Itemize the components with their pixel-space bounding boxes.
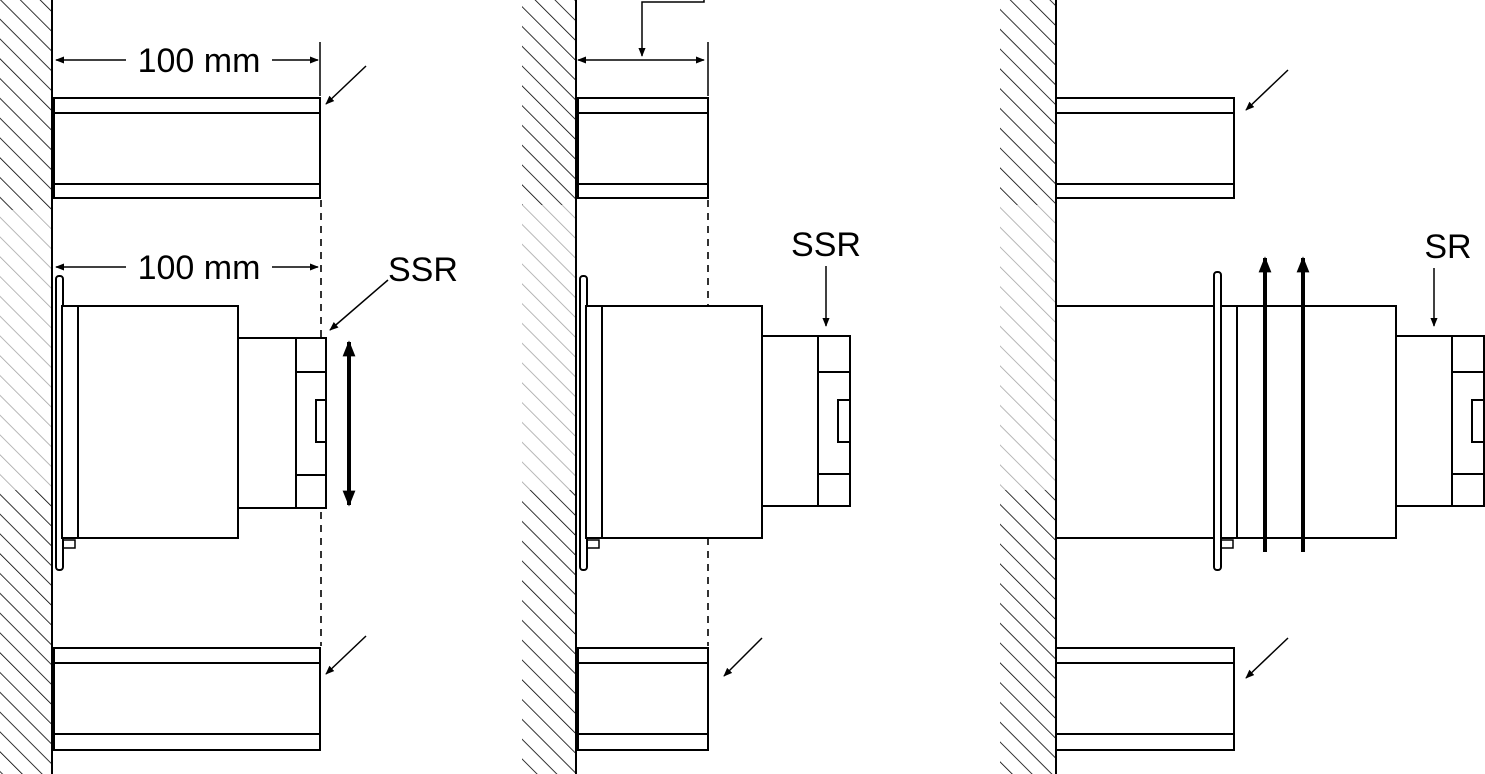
device-label-ssr-2: SSR: [791, 226, 861, 264]
wall-hatch: [522, 0, 577, 774]
panel-2: SSR: [522, 0, 861, 774]
ssr-device: [55, 275, 327, 571]
pointer-arrow-lower: [325, 635, 367, 675]
device-label-ssr-1: SSR: [388, 251, 458, 289]
dimension-upper: 100 mm: [55, 42, 321, 96]
wall-hatch: [1000, 0, 1057, 774]
ssr-device: [579, 275, 851, 571]
din-rail-lower: [53, 647, 321, 751]
sr-device: [1055, 271, 1485, 571]
pointer-arrow-upper: [1245, 69, 1289, 111]
dimension-label-lower: 100 mm: [138, 249, 261, 287]
device-label-sr: SR: [1424, 228, 1471, 266]
pointer-arrow-lower: [723, 637, 763, 677]
wall-hatch: [0, 0, 53, 774]
pointer-arrow-ssr: [329, 279, 389, 331]
dimension-top: [577, 0, 709, 96]
din-rail-lower: [577, 647, 709, 751]
dimension-lower: 100 mm: [55, 249, 319, 287]
din-rail-upper: [1055, 97, 1235, 199]
pointer-arrow-lower: [1245, 637, 1289, 679]
panel-3: SR: [1000, 0, 1485, 774]
din-rail-upper: [577, 97, 709, 199]
panel-1: 100 mm 100 mm SSR: [0, 0, 458, 774]
din-rail-upper: [53, 97, 321, 199]
pointer-arrow-upper: [325, 65, 367, 105]
din-rail-lower: [1055, 647, 1235, 751]
dimension-label-upper: 100 mm: [138, 42, 261, 80]
